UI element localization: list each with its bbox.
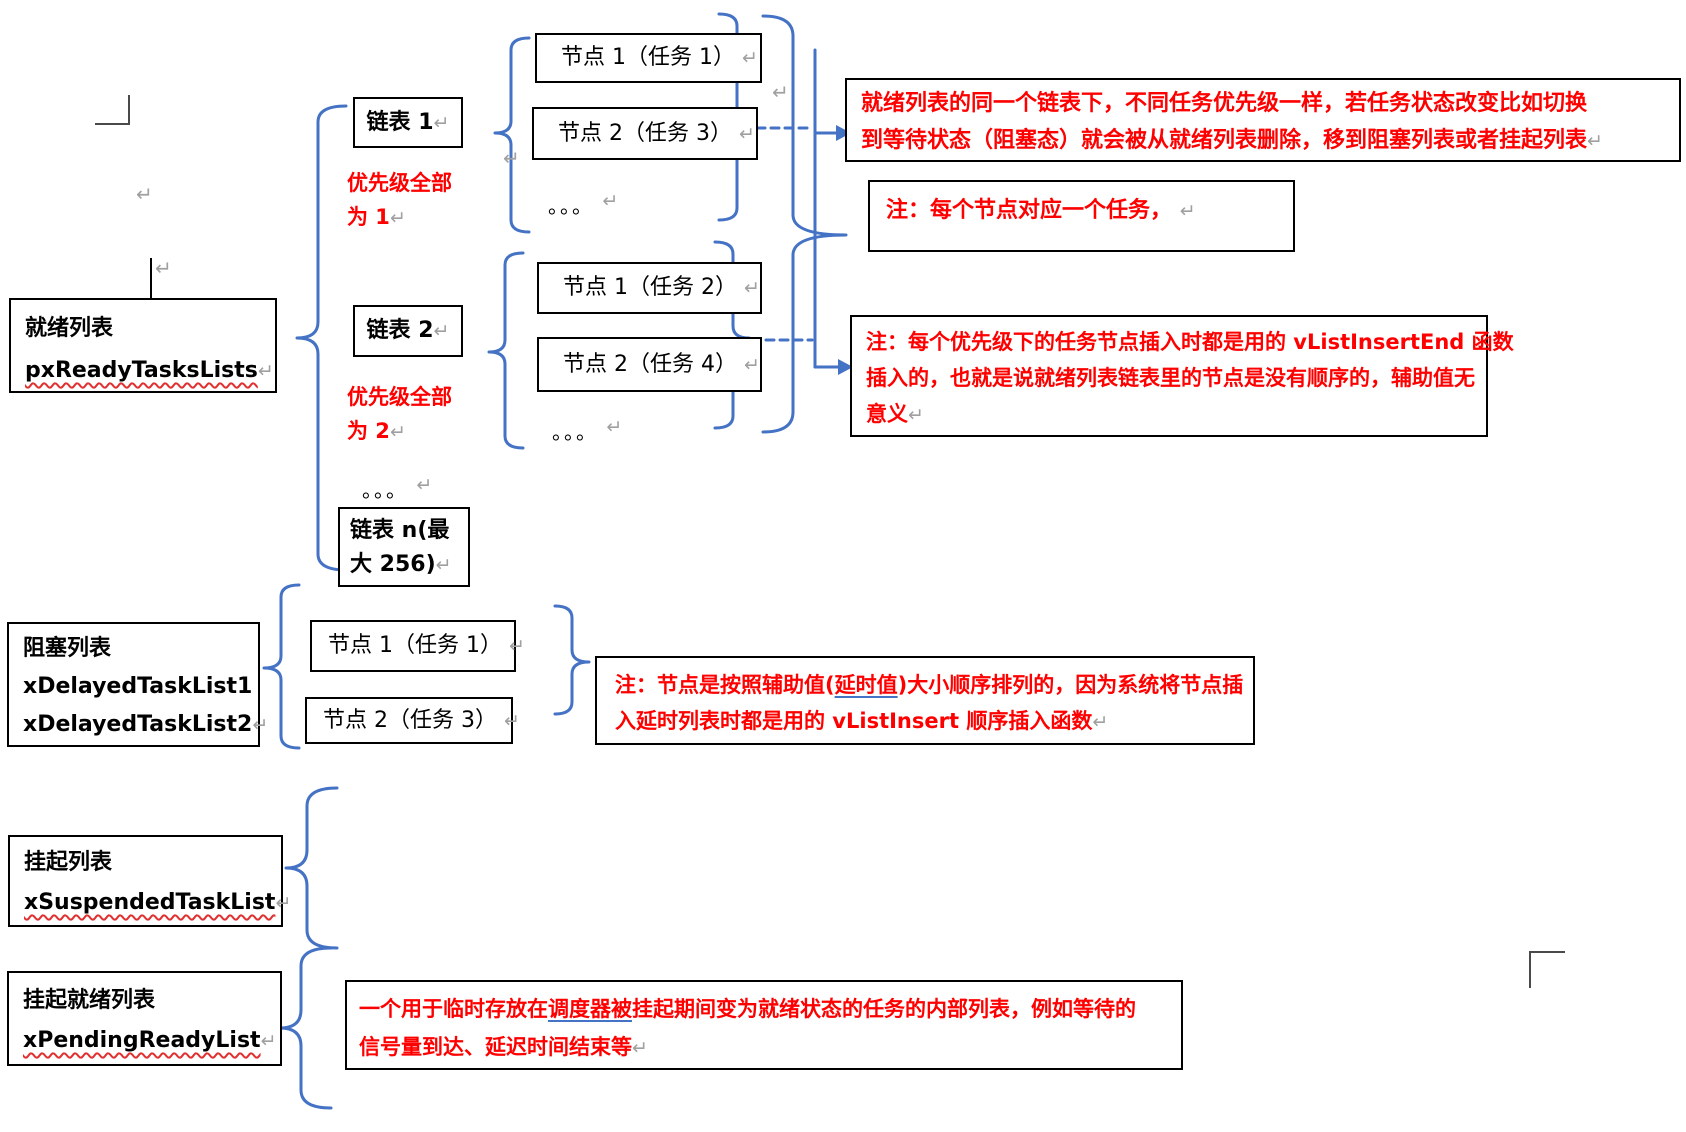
paragraph-mark: ↵: [1179, 200, 1196, 222]
ready-list-box[interactable]: 就绪列表 pxReadyTasksLists↵: [9, 298, 277, 393]
blocked-list-box[interactable]: 阻塞列表 xDelayedTaskList1 xDelayedTaskList2…: [7, 622, 268, 747]
suspended-brace: [284, 786, 339, 950]
paragraph-mark: ↵: [606, 416, 625, 438]
blocked-list-variable2: xDelayedTaskList2: [23, 712, 253, 737]
pending-ready-list-box[interactable]: 挂起就绪列表 xPendingReadyList↵: [7, 971, 282, 1066]
paragraph-mark: ↵: [503, 146, 520, 170]
paragraph-mark: ↵: [155, 256, 172, 280]
paragraph-mark: ↵: [389, 207, 406, 229]
paragraph-mark: ↵: [389, 421, 406, 443]
paragraph-mark: ↵: [741, 47, 758, 69]
blocked-right-brace: [553, 604, 591, 716]
suspended-list-name: 挂起列表: [24, 850, 113, 875]
arrow-to-ready-note-head: [836, 125, 851, 141]
chain1-nodes-brace: [493, 36, 531, 234]
paragraph-mark: ↵: [908, 404, 924, 426]
underlined-delay-value: 延时值: [834, 673, 898, 697]
chain1-node-ellipsis: 。。。 ↵: [548, 190, 621, 218]
paragraph-mark: ↵: [433, 320, 450, 342]
delay-order-note-box[interactable]: 注：节点是按照辅助值(延时值)大小顺序排列的，因为系统将节点插 入延时列表时都是…: [595, 656, 1255, 745]
pending-ready-note-box[interactable]: 一个用于临时存放在调度器被挂起期间变为就绪状态的任务的内部列表，例如等待的 信号…: [345, 980, 1183, 1070]
ready-list-name: 就绪列表: [25, 316, 114, 341]
blocked-node2-box[interactable]: 节点 2（任务 3） ↵: [305, 697, 520, 744]
paragraph-mark: ↵: [275, 892, 292, 914]
paragraph-mark: ↵: [435, 554, 452, 576]
page-corner-mark-top-left: [95, 95, 130, 125]
blocked-list-name: 阻塞列表: [23, 636, 112, 661]
pending-list-variable: xPendingReadyList: [23, 1028, 261, 1053]
chain2-box[interactable]: 链表 2↵: [353, 305, 463, 357]
paragraph-mark: ↵: [772, 80, 789, 104]
blocked-node1-box[interactable]: 节点 1（任务 1） ↵: [310, 620, 525, 672]
chain2-nodes-brace: [487, 251, 525, 450]
chain-list-ellipsis: 。。。 ↵: [362, 474, 435, 502]
chain2-node2-box[interactable]: 节点 2（任务 4） ↵: [537, 337, 762, 392]
underlined-scheduler: 调度器被: [548, 997, 632, 1021]
paragraph-mark: ↵: [743, 277, 760, 299]
paragraph-mark: ↵: [508, 635, 525, 657]
paragraph-mark: ↵: [252, 714, 269, 736]
paragraph-mark: ↵: [433, 112, 450, 134]
chain2-node1-box[interactable]: 节点 1（任务 2） ↵: [537, 262, 762, 314]
paragraph-mark: ↵: [1092, 711, 1109, 733]
chain1-priority-label[interactable]: 优先级全部 为 1↵: [347, 171, 452, 229]
paragraph-mark: ↵: [260, 1030, 277, 1052]
ready-groups-big-brace: [761, 14, 848, 434]
pending-brace: [278, 946, 333, 1110]
chain1-node1-box[interactable]: 节点 1（任务 1） ↵: [535, 33, 762, 83]
paragraph-mark: ↵: [416, 474, 435, 496]
ready-list-brace: [295, 104, 348, 572]
paragraph-mark: ↵: [632, 1037, 648, 1059]
ready-list-note-box[interactable]: 就绪列表的同一个链表下，不同任务优先级一样，若任务状态改变比如切换 到等待状态（…: [845, 78, 1681, 162]
blocked-list-variable1: xDelayedTaskList1: [23, 674, 253, 699]
chain1-node2-box[interactable]: 节点 2（任务 3） ↵: [532, 107, 758, 160]
node-note-box[interactable]: 注：每个节点对应一个任务， ↵: [868, 180, 1295, 252]
suspended-list-variable: xSuspendedTaskList: [24, 890, 276, 915]
insert-end-note-box[interactable]: 注：每个优先级下的任务节点插入时都是用的 vListInsertEnd 函数 插…: [850, 315, 1514, 437]
paragraph-mark: ↵: [136, 182, 153, 206]
paragraph-mark: ↵: [1587, 130, 1603, 152]
paragraph-mark: ↵: [257, 360, 274, 382]
chain-n-box[interactable]: 链表 n(最 大 256)↵: [338, 507, 470, 587]
suspended-list-box[interactable]: 挂起列表 xSuspendedTaskList↵: [8, 835, 291, 927]
chain2-node-ellipsis: 。。。 ↵: [552, 416, 625, 444]
paragraph-mark: ↵: [743, 354, 760, 376]
page-corner-mark-bottom-right: [1529, 951, 1565, 988]
ready-list-variable: pxReadyTasksLists: [25, 358, 258, 383]
pending-list-name: 挂起就绪列表: [23, 988, 156, 1013]
chain2-priority-label[interactable]: 优先级全部 为 2↵: [347, 385, 452, 443]
paragraph-mark: ↵: [738, 123, 755, 145]
chain1-box[interactable]: 链表 1↵: [353, 97, 463, 148]
blocked-nodes-brace: [262, 583, 301, 750]
paragraph-mark: ↵: [503, 710, 520, 732]
chain1-label: 链表 1: [366, 110, 434, 135]
arrow-to-insert-note-head: [838, 359, 853, 375]
chain2-label: 链表 2: [366, 318, 434, 343]
paragraph-mark: ↵: [602, 190, 621, 212]
